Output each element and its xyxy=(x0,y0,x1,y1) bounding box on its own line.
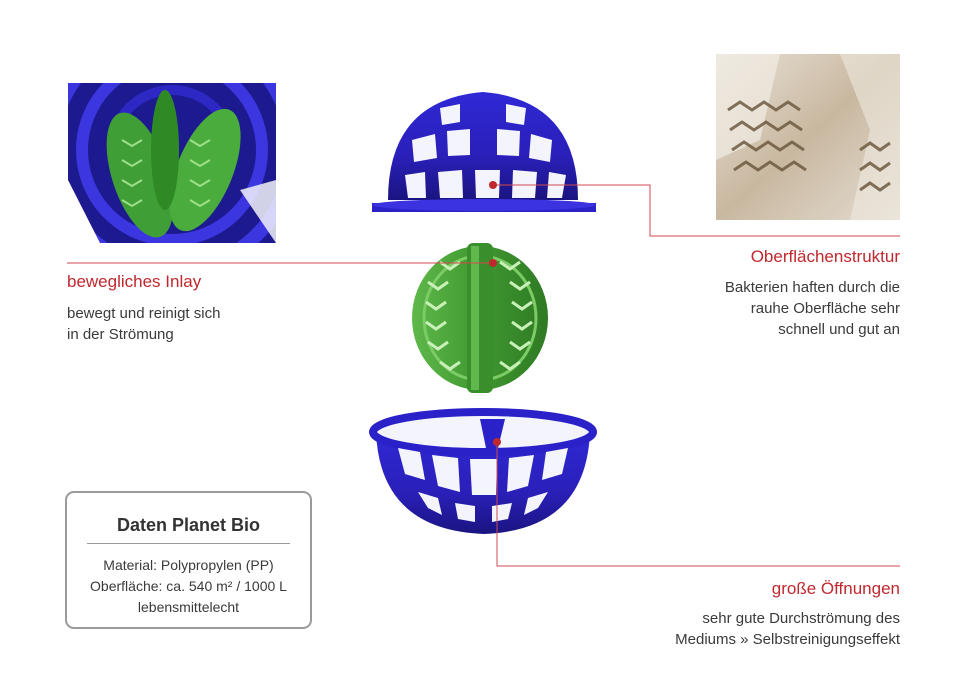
inlay-description-line: bewegt und reinigt sich xyxy=(67,305,221,322)
movable-inlay xyxy=(412,243,548,393)
data-box-title: Daten Planet Bio xyxy=(116,515,261,535)
leader-line-openings xyxy=(496,442,900,567)
surface-heading: Oberflächenstruktur xyxy=(750,247,900,266)
leader-line-surface xyxy=(493,184,900,237)
data-box-surface: Oberfläche: ca. 540 m² / 1000 L xyxy=(90,578,287,594)
marker-dot-openings xyxy=(493,438,501,446)
surface-description-line: Bakterien haften durch die xyxy=(724,279,900,296)
inlay-heading: bewegliches Inlay xyxy=(67,272,202,291)
data-box-material: Material: Polypropylen (PP) xyxy=(103,557,274,573)
marker-dot-inlay xyxy=(489,259,497,267)
top-shell xyxy=(372,92,596,212)
leader-lines xyxy=(67,184,900,567)
openings-description-line: sehr gute Durchströmung des xyxy=(702,610,900,627)
openings-description: sehr gute Durchströmung des Mediums » Se… xyxy=(675,608,900,650)
surface-description-line: schnell und gut an xyxy=(778,321,900,338)
inlay-closeup-photo xyxy=(68,83,276,243)
inlay-description-line: in der Strömung xyxy=(67,326,174,343)
inlay-description: bewegt und reinigt sich in der Strömung xyxy=(67,303,220,345)
product-data-box: Daten Planet Bio Material: Polypropylen … xyxy=(65,491,312,629)
surface-description: Bakterien haften durch die rauhe Oberflä… xyxy=(725,277,900,340)
marker-dot-surface xyxy=(489,181,497,189)
data-box-divider xyxy=(87,543,290,544)
data-box-food-safe: lebensmittelecht xyxy=(137,599,240,615)
bottom-shell xyxy=(369,408,597,534)
openings-heading: große Öffnungen xyxy=(771,579,900,598)
surface-description-line: rauhe Oberfläche sehr xyxy=(750,300,900,317)
surface-closeup-photo xyxy=(716,54,900,220)
openings-description-line: Mediums » Selbstreinigungseffekt xyxy=(675,631,900,648)
